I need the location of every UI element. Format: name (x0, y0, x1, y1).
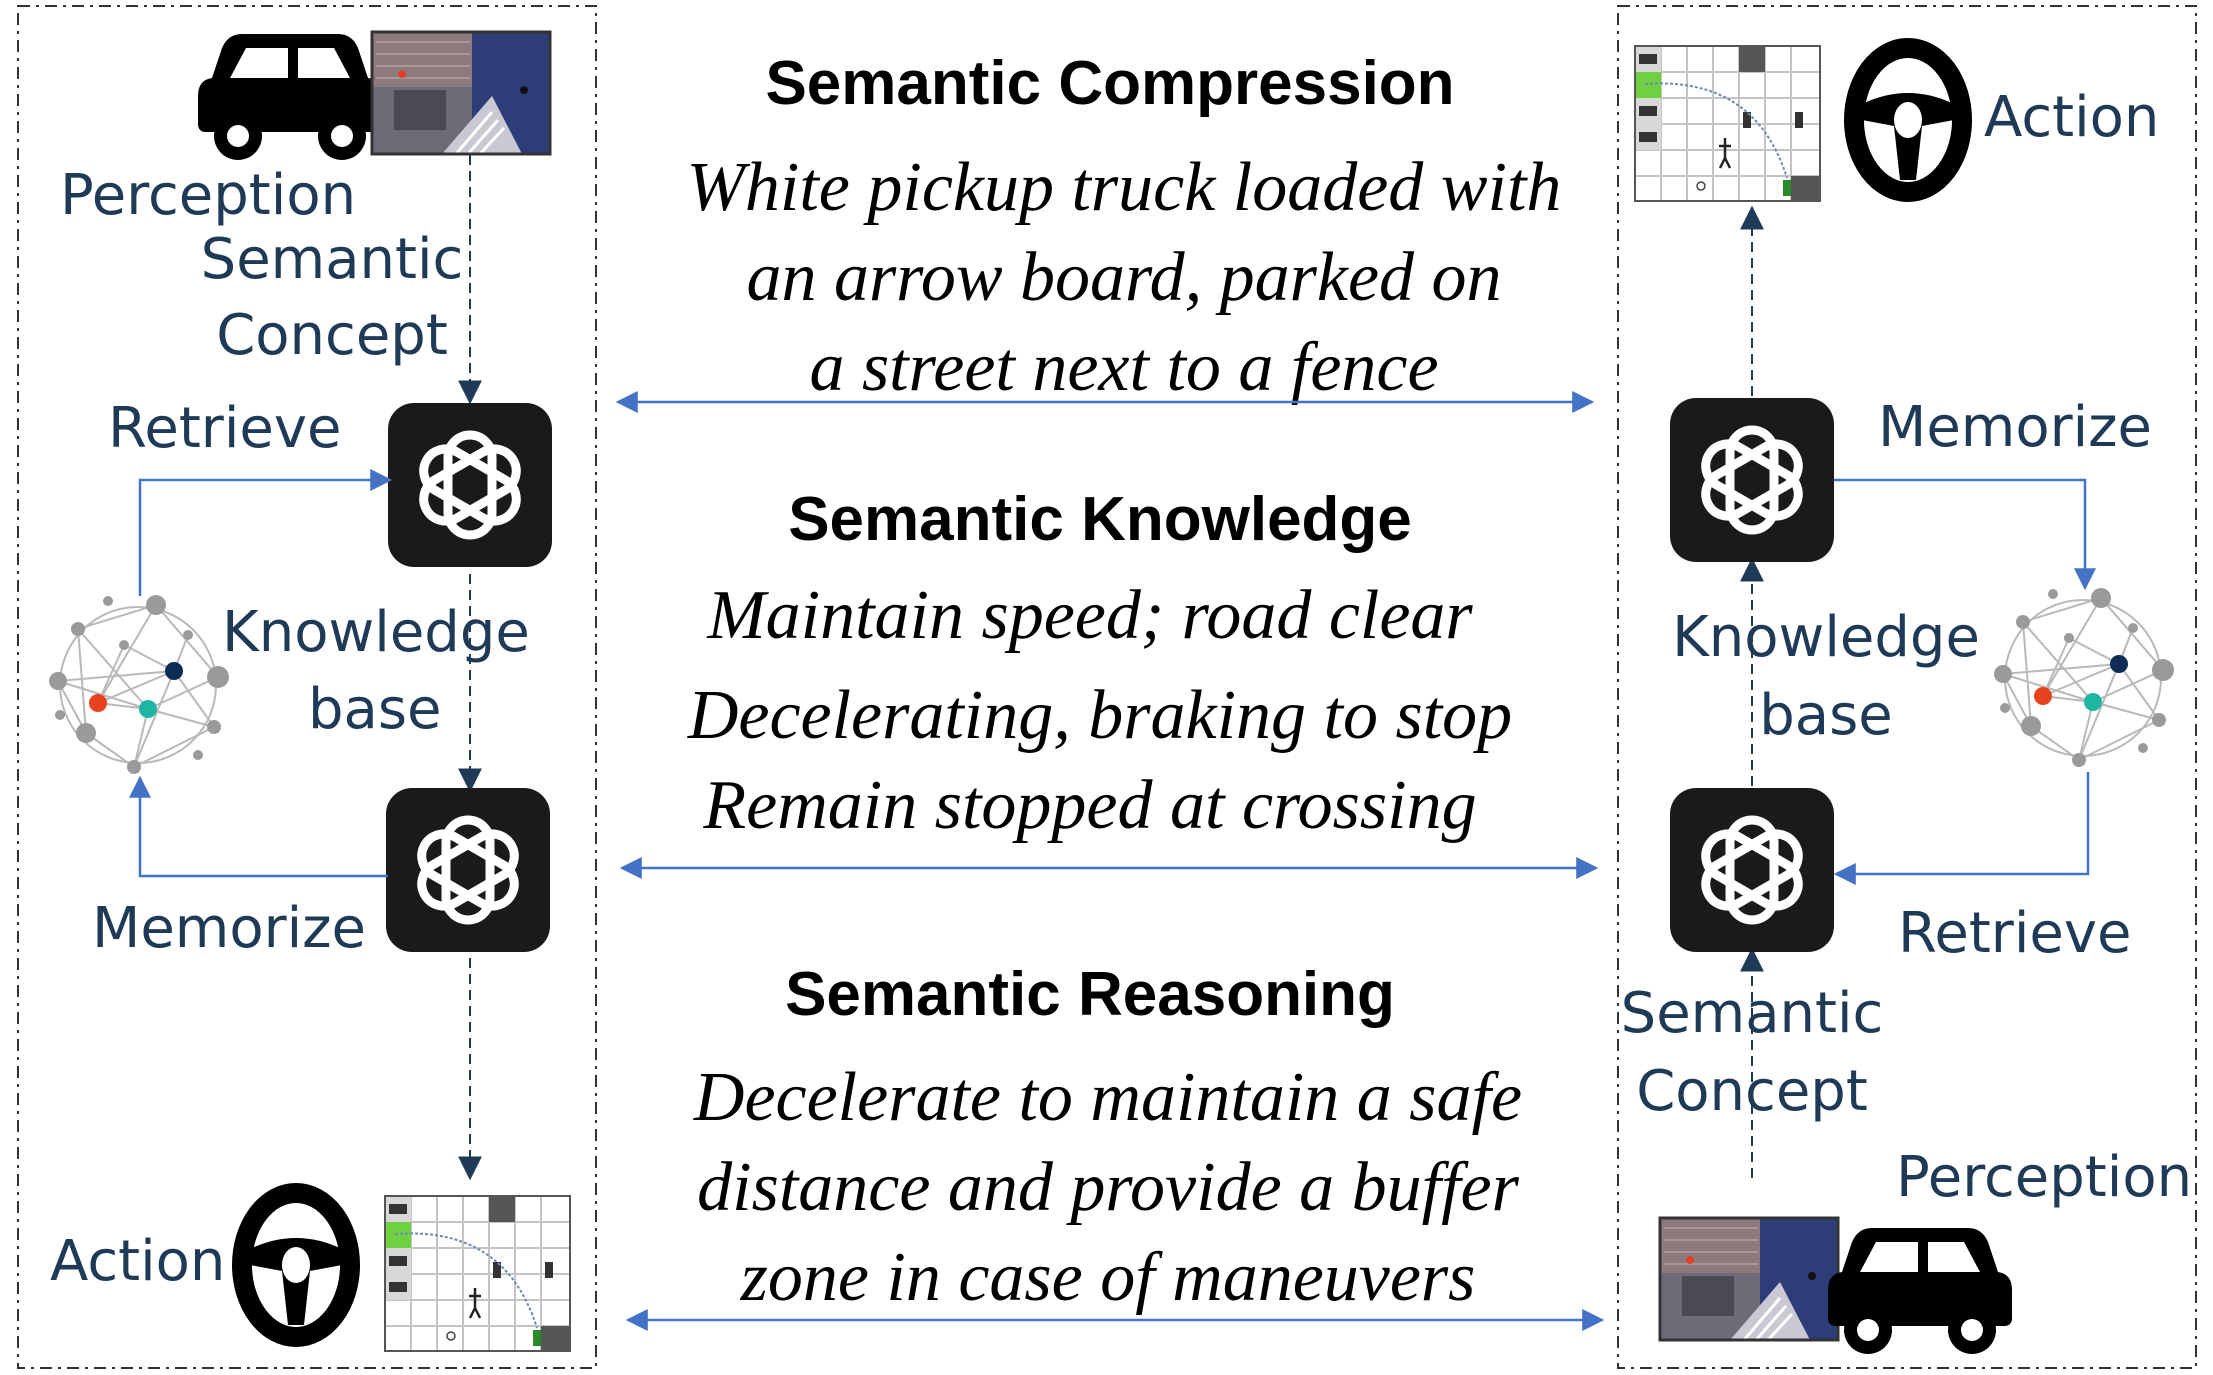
knowledge-line-2: Decelerating, braking to stop (687, 677, 1512, 754)
right-memorize-label: Memorize (1878, 395, 2152, 460)
compression-line-1: White pickup truck loaded with (687, 149, 1562, 226)
right-memorize-arrow (1834, 478, 2096, 591)
openai-logo-icon (386, 788, 550, 952)
right-retrieve-arrow (1833, 772, 2090, 885)
openai-logo-icon (1670, 398, 1834, 562)
knowledge-line-1: Maintain speed; road clear (706, 577, 1473, 654)
right-base-label: base (1759, 683, 1893, 748)
reasoning-line-1: Decelerate to maintain a safe (693, 1059, 1522, 1136)
right-action-label: Action (1984, 85, 2159, 150)
left-concept-label: Concept (216, 303, 448, 368)
right-knowledge-label: Knowledge (1672, 605, 1980, 670)
left-base-label: base (308, 677, 442, 742)
right-agent-frame (1617, 5, 2197, 1369)
left-perception-label: Perception (60, 163, 356, 228)
left-semantic-label: Semantic (201, 227, 464, 292)
left-agent-frame (17, 5, 597, 1369)
car-icon (198, 34, 382, 160)
steering-wheel-icon (1854, 48, 1962, 192)
reasoning-line-2: distance and provide a buffer (697, 1149, 1519, 1226)
compression-heading: Semantic Compression (765, 49, 1454, 118)
compression-line-3: a street next to a fence (809, 329, 1438, 406)
knowledge-line-3: Remain stopped at crossing (702, 767, 1476, 844)
openai-logo-icon (1670, 788, 1834, 952)
left-knowledge-label: Knowledge (222, 600, 530, 665)
openai-logo-icon (388, 403, 552, 567)
reasoning-heading: Semantic Reasoning (785, 960, 1395, 1029)
knowledge-heading: Semantic Knowledge (788, 485, 1412, 554)
reasoning-line-3: zone in case of maneuvers (740, 1239, 1476, 1316)
grid-map-icon (383, 1194, 572, 1353)
knowledge-graph-icon (48, 594, 230, 775)
left-retrieve-label: Retrieve (108, 396, 341, 461)
left-memorize-arrow (129, 775, 388, 878)
right-perception-label: Perception (1896, 1145, 2192, 1210)
aerial-map-icon (370, 30, 552, 156)
left-memorize-label: Memorize (92, 896, 366, 961)
steering-wheel-icon (242, 1193, 350, 1337)
left-retrieve-arrow (138, 469, 393, 596)
right-retrieve-label: Retrieve (1898, 901, 2131, 966)
grid-map-icon (1633, 44, 1822, 203)
left-action-label: Action (50, 1229, 225, 1294)
compression-line-2: an arrow board, parked on (746, 239, 1501, 316)
aerial-map-icon (1658, 1216, 1840, 1342)
knowledge-graph-icon (1993, 587, 2175, 768)
car-icon (1828, 1228, 2012, 1354)
